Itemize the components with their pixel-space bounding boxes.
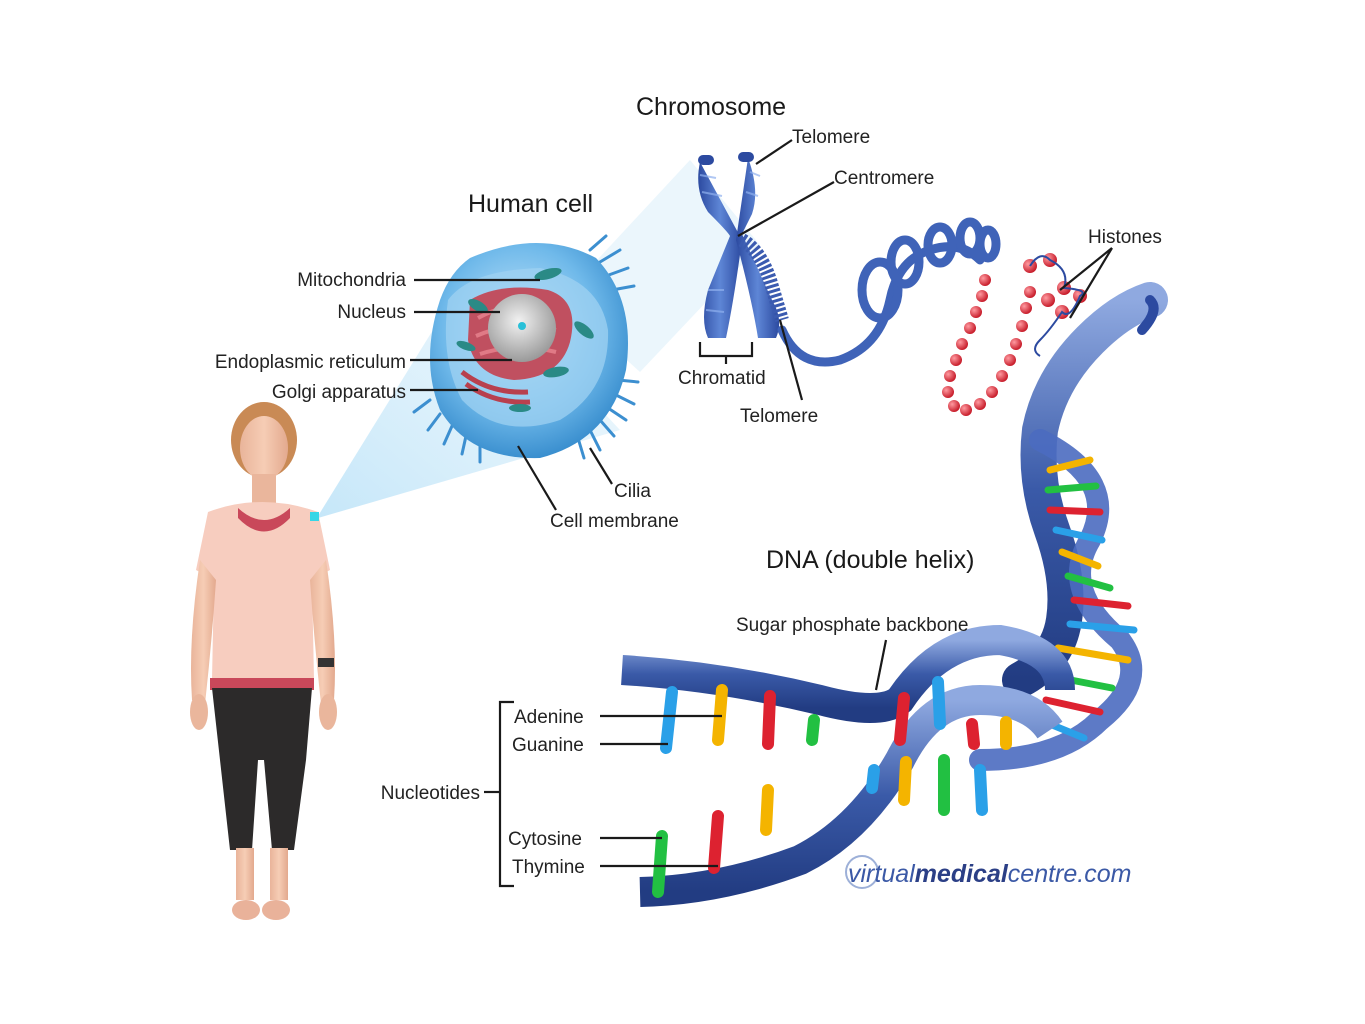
chromosome bbox=[698, 152, 789, 338]
label-guanine: Guanine bbox=[512, 735, 584, 756]
chromosome-title: Chromosome bbox=[636, 93, 786, 121]
brand-part-virtual: virtual bbox=[848, 860, 916, 888]
human-cell bbox=[412, 234, 640, 464]
label-nucleotides: Nucleotides bbox=[381, 783, 480, 804]
chromatin-coil bbox=[777, 217, 1001, 367]
label-cilia: Cilia bbox=[614, 481, 651, 502]
label-cytosine: Cytosine bbox=[508, 829, 582, 850]
label-mitochondria: Mitochondria bbox=[297, 270, 406, 291]
label-telomere-bottom: Telomere bbox=[740, 406, 818, 427]
label-sugar-phosphate-backbone: Sugar phosphate backbone bbox=[736, 615, 968, 636]
label-adenine: Adenine bbox=[514, 707, 584, 728]
human-figure bbox=[190, 402, 337, 920]
label-thymine: Thymine bbox=[512, 857, 585, 878]
label-centromere: Centromere bbox=[834, 168, 934, 189]
svg-text:virtualmedicalcentre.com: virtualmedicalcentre.com bbox=[848, 860, 1131, 888]
label-nucleus: Nucleus bbox=[337, 302, 406, 323]
leader-lines bbox=[410, 139, 1113, 888]
label-histones: Histones bbox=[1088, 227, 1162, 248]
human-cell-title: Human cell bbox=[468, 190, 593, 218]
label-endoplasmic-reticulum: Endoplasmic reticulum bbox=[215, 352, 406, 373]
dna-title: DNA (double helix) bbox=[766, 546, 974, 574]
label-telomere-top: Telomere bbox=[792, 127, 870, 148]
label-cell-membrane: Cell membrane bbox=[550, 511, 679, 532]
label-chromatid: Chromatid bbox=[678, 368, 766, 389]
label-golgi-apparatus: Golgi apparatus bbox=[272, 382, 406, 403]
brand-logo: virtualmedicalcentre.com bbox=[845, 855, 1131, 889]
histone-thread bbox=[1029, 255, 1084, 357]
brand-part-centre: centre.com bbox=[1008, 860, 1132, 888]
brand-part-medical: medical bbox=[915, 860, 1009, 888]
